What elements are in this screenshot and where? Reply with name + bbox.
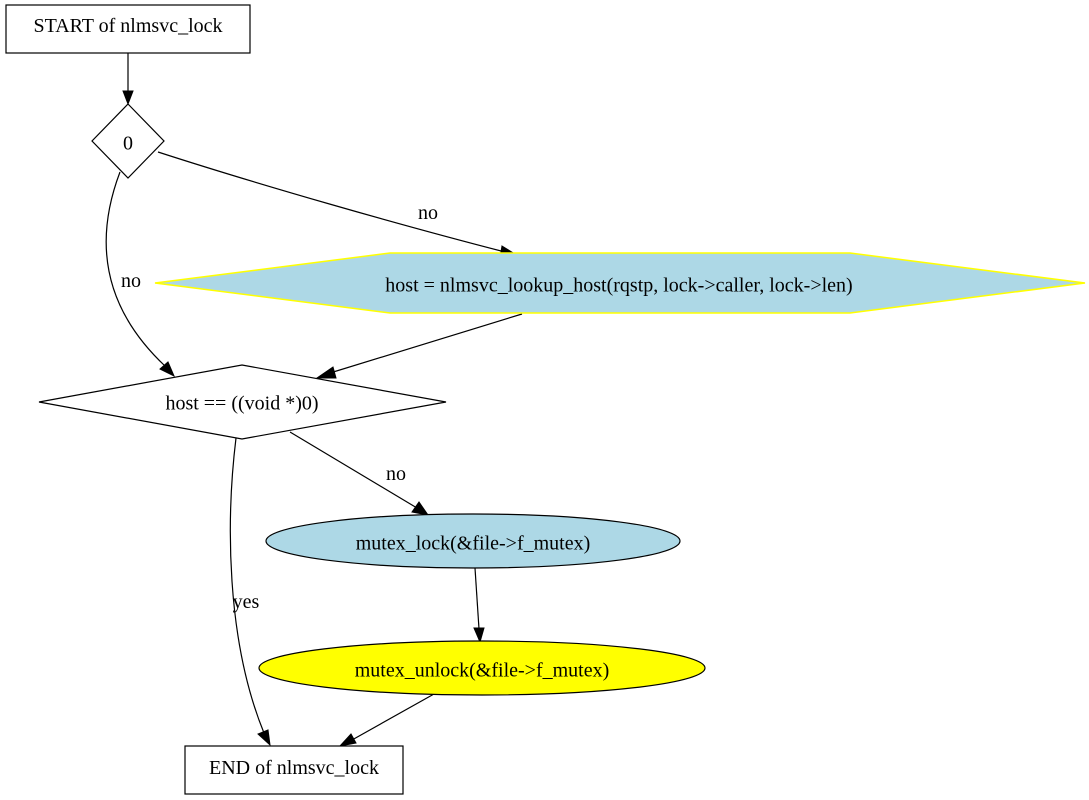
lookup-host-node: host = nlmsvc_lookup_host(rqstp, lock->c… <box>154 252 1086 314</box>
host-null-check-node: host == ((void *)0) <box>38 364 447 440</box>
mutex-unlock-node: mutex_unlock(&file->f_mutex) <box>258 640 706 696</box>
edge-start-to-cond0 <box>122 53 134 106</box>
edge-lookup-to-host-null <box>315 313 523 379</box>
edge-host-null-to-mutex-lock <box>289 431 430 516</box>
condition-zero-label: 0 <box>123 133 133 155</box>
condition-zero-node: 0 <box>91 103 165 179</box>
edge-host-null-to-end <box>229 437 271 747</box>
end-node: END of nlmsvc_lock <box>184 745 404 795</box>
host-null-check-label: host == ((void *)0) <box>165 393 318 415</box>
start-node-label: START of nlmsvc_lock <box>33 15 222 37</box>
edge-label-cond0-to-lookup: no <box>418 202 438 224</box>
mutex-lock-node: mutex_lock(&file->f_mutex) <box>265 513 681 569</box>
edge-cond0-to-host-null <box>105 171 175 378</box>
edge-mutex-lock-to-mutex-unlock <box>473 567 485 644</box>
start-node: START of nlmsvc_lock <box>5 4 251 54</box>
edge-mutex-unlock-to-end <box>338 693 435 747</box>
edge-label-cond0-to-host-null: no <box>121 270 141 292</box>
edge-label-host-null-to-end: yes <box>233 591 260 613</box>
end-node-label: END of nlmsvc_lock <box>209 757 379 779</box>
mutex-lock-label: mutex_lock(&file->f_mutex) <box>356 533 591 555</box>
lookup-host-label: host = nlmsvc_lookup_host(rqstp, lock->c… <box>385 275 852 297</box>
edge-label-host-null-to-mutex-lock: no <box>386 463 406 485</box>
mutex-unlock-label: mutex_unlock(&file->f_mutex) <box>355 660 610 682</box>
